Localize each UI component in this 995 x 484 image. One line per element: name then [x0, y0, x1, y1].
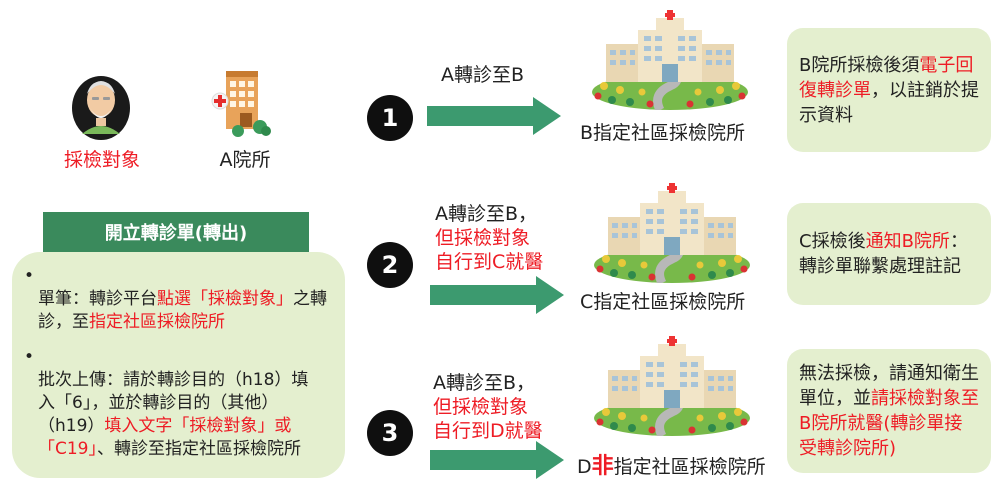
arrow-label: A轉診至B [441, 64, 525, 86]
bullet-text: 、轉診至指定社區採檢院所 [97, 439, 302, 459]
arrow-label: A轉診至B， [433, 372, 536, 394]
note-text: ：轉診單聯繫處理註記 [799, 231, 968, 277]
step-number-badge: 1 [367, 95, 413, 141]
note-box: 無法採檢，請通知衛生單位，並請採檢對象至B院所就醫(轉診單接受轉診院所) [787, 349, 991, 473]
right-arrow-icon [427, 97, 561, 135]
bullet-text: 批次上傳：請於轉診目的（h18）填入「6」，並於轉診目的（其他）（h19） [38, 370, 309, 436]
note-text: C採檢後 [799, 231, 866, 252]
hospital-label-suffix: 指定社區採檢院所 [593, 291, 746, 313]
note-box: B院所採檢後須電子回復轉診單，以註銷於提示資料 [787, 28, 991, 152]
hospital-label-prefix: C [580, 291, 594, 313]
arrow-label-highlight: 但採檢對象 自行到D就醫 [433, 396, 543, 442]
arrow-label-highlight: 但採檢對象 自行到C就醫 [435, 227, 544, 273]
bullet-dot: • [24, 266, 35, 286]
bullet-batch: • 批次上傳：請於轉診目的（h18）填入「6」，並於轉診目的（其他）（h19）填… [24, 346, 310, 461]
hospital-label-suffix: 指定社區採檢院所 [593, 122, 746, 144]
step-number-badge: 3 [367, 410, 413, 456]
hospital-label-prefix: D [577, 456, 592, 478]
right-arrow-icon [430, 276, 564, 314]
note-text-highlight: 通知B院所 [865, 231, 950, 252]
hospital-label-suffix: 指定社區採檢院所 [613, 456, 766, 478]
clinic-a-label: A院所 [219, 149, 271, 171]
arrow-label: A轉診至B， [435, 203, 538, 225]
bullet-dot: • [24, 347, 35, 367]
step-number-badge: 2 [367, 242, 413, 288]
hospital-label-prefix: B [580, 122, 594, 144]
hospital-label: B指定社區採檢院所 [580, 121, 745, 145]
patient-label: 採檢對象 [63, 149, 140, 171]
clinic-building-icon [210, 67, 272, 137]
right-arrow-icon [430, 441, 564, 479]
bullet-text-highlight: 填入文字「採檢對象」或「C19」 [38, 416, 292, 459]
patient-icon [72, 68, 130, 140]
hospital-icon [592, 183, 752, 286]
note-text: 無法採檢，請通知衛生單位，並 [799, 363, 979, 409]
bullet-single: • 單筆：轉診平台點選「採檢對象」之轉診，至指定社區採檢院所 [24, 265, 328, 334]
referral-instructions-panel: • 單筆：轉診平台點選「採檢對象」之轉診，至指定社區採檢院所 • 批次上傳：請於… [12, 252, 345, 478]
note-text-highlight: 電子回復轉診單 [799, 54, 974, 101]
hospital-label-not: 非 [591, 454, 614, 479]
note-text-highlight: 請採檢對象至B院所就醫(轉診單接受轉診院所) [799, 388, 979, 459]
hospital-icon [590, 10, 750, 113]
note-text: B院所採檢後須 [799, 54, 920, 76]
hospital-icon [592, 336, 752, 439]
note-text: ，以註銷於提示資料 [799, 79, 979, 126]
hospital-label: C指定社區採檢院所 [580, 290, 745, 314]
hospital-label: D非指定社區採檢院所 [577, 455, 766, 479]
bullet-text: 之轉診，至 [38, 289, 327, 332]
panel-title: 開立轉診單(轉出) [43, 212, 309, 252]
note-box: C採檢後通知B院所：轉診單聯繫處理註記 [787, 203, 991, 305]
bullet-text-highlight: 指定社區採檢院所 [89, 312, 225, 332]
bullet-text-highlight: 點選「採檢對象」 [157, 289, 293, 309]
bullet-text: 單筆：轉診平台 [38, 289, 157, 309]
